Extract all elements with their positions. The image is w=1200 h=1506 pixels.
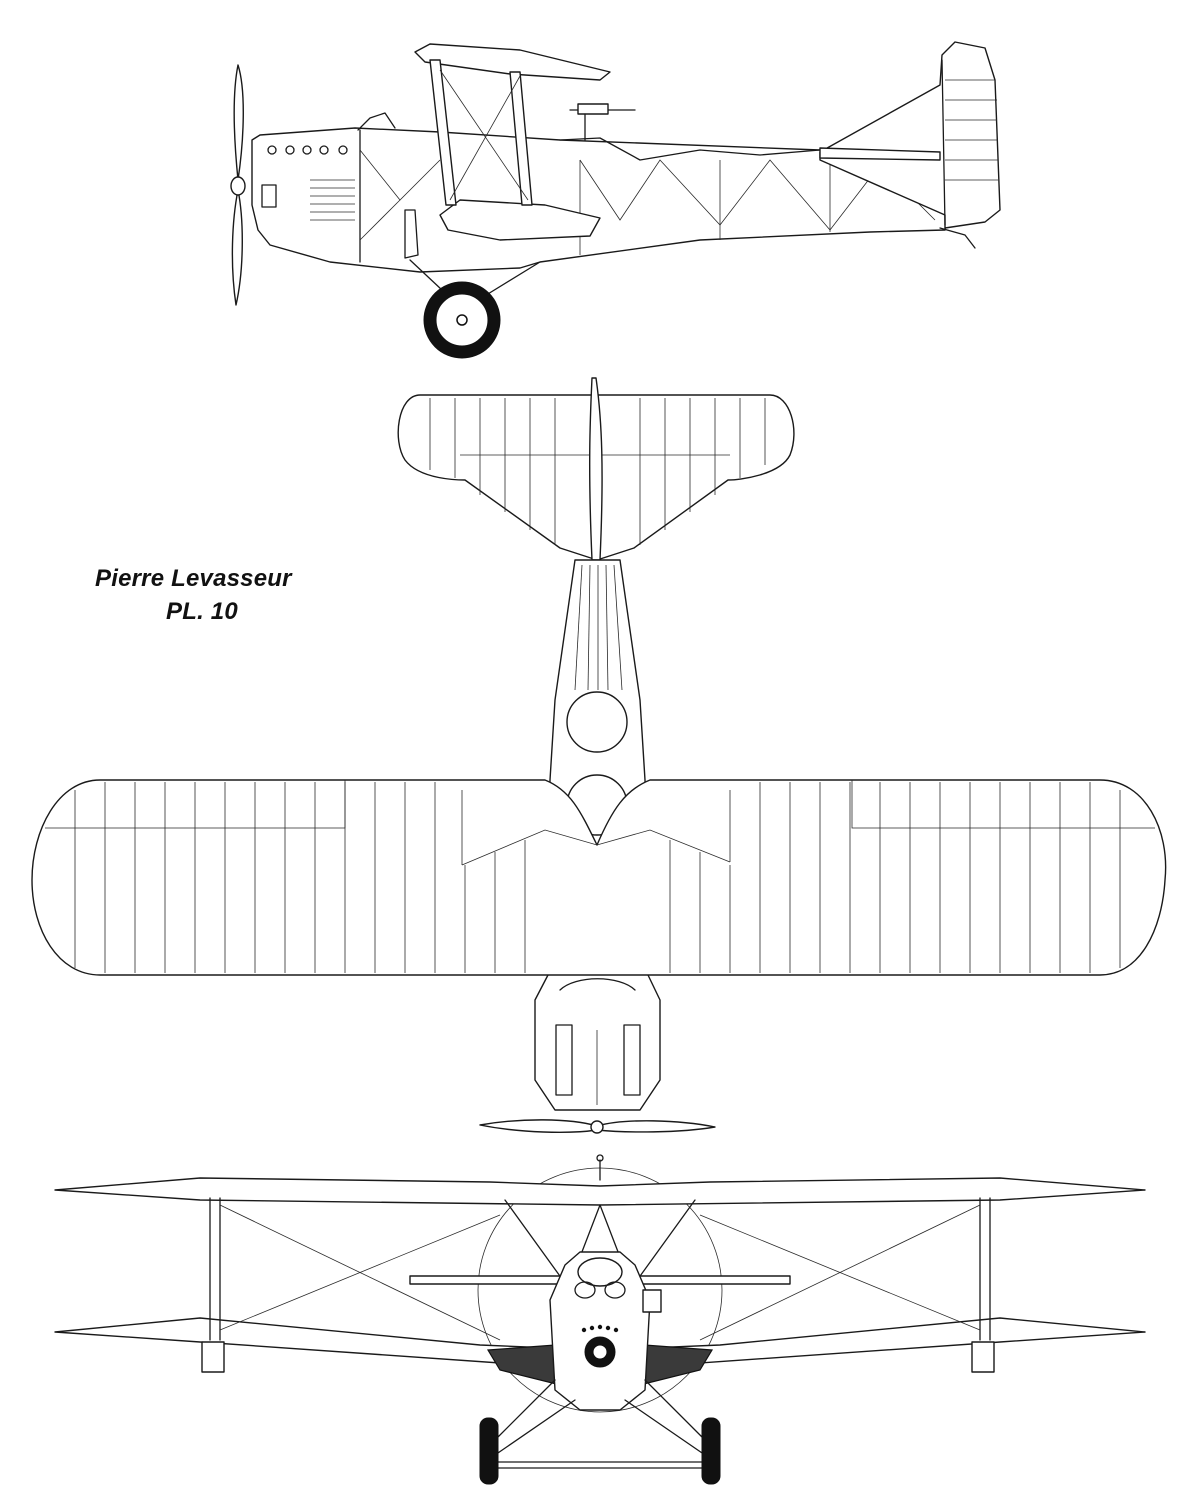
top-view xyxy=(31,377,1167,1134)
top-engine-vents xyxy=(555,1024,641,1105)
side-interplane-struts xyxy=(429,59,533,206)
front-view xyxy=(54,1154,1146,1485)
front-interplane-struts xyxy=(209,1197,991,1341)
front-wing-root-right xyxy=(639,1344,714,1386)
top-upper-wing xyxy=(31,779,1167,976)
top-rear-cockpit xyxy=(566,691,628,753)
side-rudder-ribs xyxy=(941,59,998,226)
title-aircraft-model: PL. 10 xyxy=(166,598,238,625)
side-propeller xyxy=(230,64,246,306)
side-landing-gear xyxy=(409,259,541,359)
side-lower-wing xyxy=(439,199,601,241)
front-landing-gear xyxy=(479,1379,721,1485)
side-cowl-vents xyxy=(267,145,355,221)
front-upper-wing xyxy=(54,1177,1146,1206)
title-aircraft-maker: Pierre Levasseur xyxy=(95,565,292,592)
front-lower-wing xyxy=(54,1317,1146,1371)
top-wing-ribs xyxy=(74,782,1121,973)
side-view xyxy=(230,41,1001,359)
front-radiator xyxy=(574,1257,626,1333)
front-wing-root-left xyxy=(486,1344,561,1386)
side-machine-gun xyxy=(569,103,636,141)
top-fuselage-lines xyxy=(574,564,623,691)
